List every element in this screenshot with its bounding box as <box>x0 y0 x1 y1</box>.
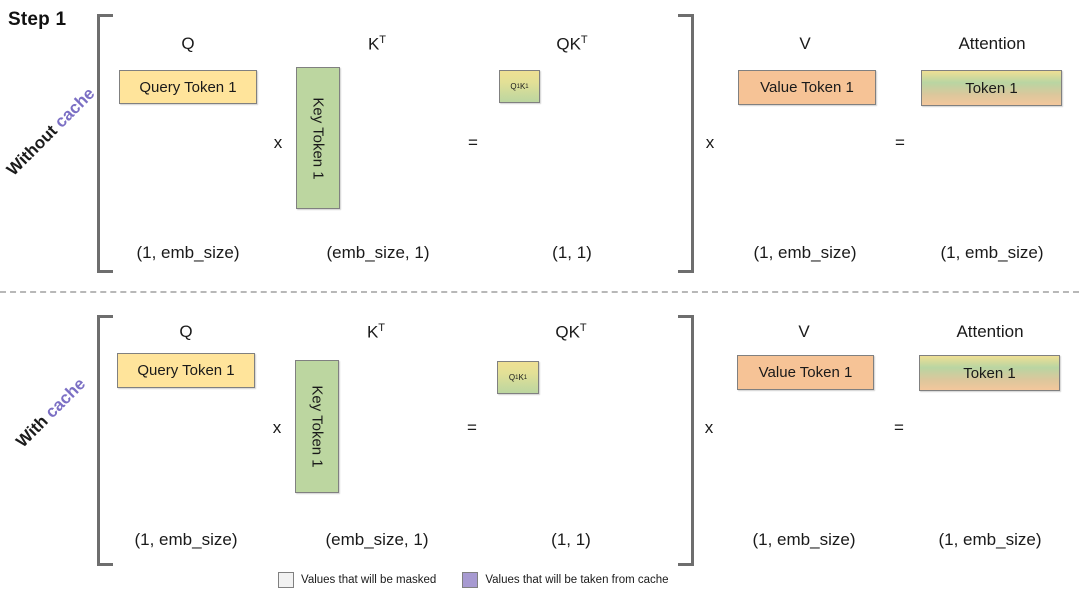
operator-multiply-qk: x <box>272 418 282 437</box>
row-label-without-cache: Without cache <box>2 83 99 180</box>
box-attention-token: Token 1 <box>919 355 1060 391</box>
operator-equals-attention: = <box>895 133 905 152</box>
legend-item-cache: Values that will be taken from cache <box>462 572 669 588</box>
heading-q: Q <box>181 34 195 53</box>
score-k-sub: 1 <box>523 374 528 381</box>
legend-item-masked: Values that will be masked <box>278 572 436 588</box>
legend-label-masked: Values that will be masked <box>301 574 437 586</box>
score-q: Q <box>508 373 516 382</box>
heading-v: V <box>798 322 810 341</box>
score-q-sub: 1 <box>515 374 519 381</box>
bracket-left-qk <box>97 14 113 273</box>
heading-v: V <box>799 34 811 53</box>
score-q-sub: 1 <box>516 83 520 90</box>
box-query-token: Query Token 1 <box>117 353 255 388</box>
bracket-left-qk <box>97 315 113 566</box>
bracket-right-qk <box>678 315 694 566</box>
score-q: Q <box>510 82 517 91</box>
row-label-plain: Without <box>2 121 62 180</box>
heading-q: Q <box>179 322 193 341</box>
box-key-token: Key Token 1 <box>296 67 340 209</box>
shape-kt: (emb_size, 1) <box>325 530 429 549</box>
box-key-token-label: Key Token 1 <box>309 96 327 180</box>
shape-v: (1, emb_size) <box>752 530 856 549</box>
box-key-token-label: Key Token 1 <box>308 385 326 468</box>
operator-equals-qk: = <box>468 133 478 152</box>
box-value-token: Value Token 1 <box>738 70 876 105</box>
heading-qk-transpose: QKT <box>555 322 587 342</box>
box-query-token: Query Token 1 <box>119 70 257 104</box>
operator-equals-attention: = <box>894 418 904 437</box>
shape-kt: (emb_size, 1) <box>326 243 430 262</box>
shape-v: (1, emb_size) <box>753 243 857 262</box>
shape-qkt: (1, 1) <box>551 530 591 549</box>
score-k-sub: 1 <box>525 83 529 90</box>
legend-swatch-cache-icon <box>462 572 479 588</box>
box-key-token: Key Token 1 <box>295 360 339 493</box>
row-label-accent: cache <box>41 374 90 422</box>
score-k: K <box>518 373 524 382</box>
bracket-right-qk <box>678 14 694 273</box>
row-label-plain: With <box>12 411 52 452</box>
legend-swatch-masked-icon <box>278 572 294 588</box>
row-divider <box>0 291 1079 293</box>
row-label-accent: cache <box>50 83 99 132</box>
shape-q: (1, emb_size) <box>136 243 240 262</box>
score-k: K <box>519 82 526 91</box>
box-attention-token: Token 1 <box>921 70 1062 106</box>
shape-qkt: (1, 1) <box>552 243 592 262</box>
heading-k-transpose: KT <box>367 34 387 54</box>
row-label-with-cache: With cache <box>2 364 99 461</box>
operator-multiply-v: x <box>705 133 715 152</box>
operator-multiply-v: x <box>704 418 714 437</box>
shape-attention: (1, emb_size) <box>938 530 1042 549</box>
heading-qk-transpose: QKT <box>556 34 588 54</box>
heading-attention: Attention <box>956 322 1024 341</box>
legend-label-cache: Values that will be taken from cache <box>485 574 669 586</box>
legend: Values that will be masked Values that w… <box>278 572 669 588</box>
operator-multiply-qk: x <box>273 133 283 152</box>
heading-attention: Attention <box>958 34 1026 53</box>
page-title: Step 1 <box>8 9 67 30</box>
shape-attention: (1, emb_size) <box>940 243 1044 262</box>
heading-k-transpose: KT <box>366 322 386 342</box>
shape-q: (1, emb_size) <box>134 530 238 549</box>
operator-equals-qk: = <box>467 418 477 437</box>
box-value-token: Value Token 1 <box>737 355 874 390</box>
